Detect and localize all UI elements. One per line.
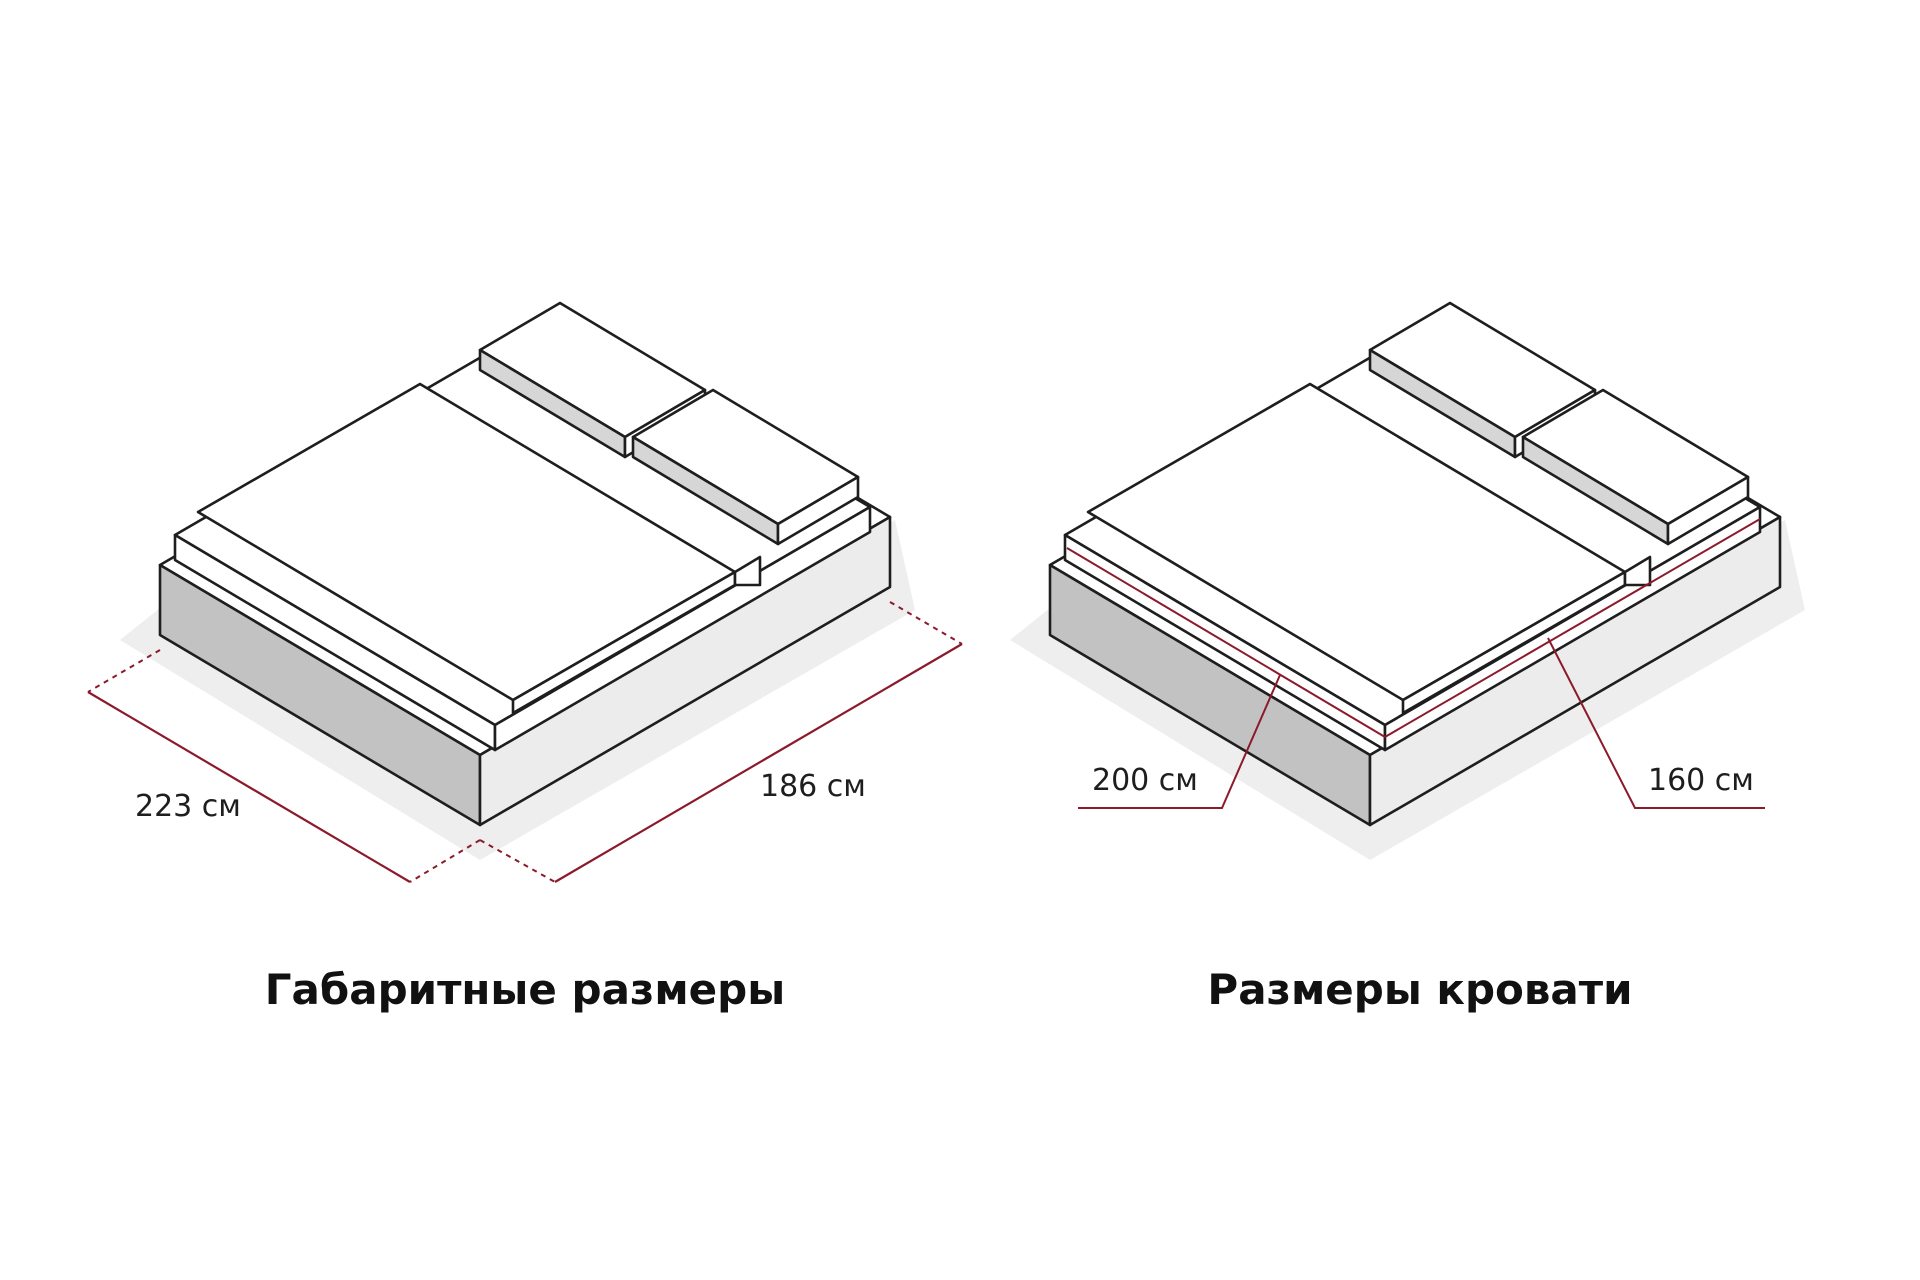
bed-length-label: 200 см (1092, 763, 1198, 798)
overall-width-label: 186 см (760, 769, 866, 804)
bed-title: Размеры кровати (1207, 965, 1632, 1014)
pillow-front (1521, 388, 1750, 546)
blanket (1086, 382, 1652, 715)
blanket (196, 382, 762, 715)
bed-illustration-sleeping-area: 200 см 160 см (1010, 301, 1805, 860)
bed-illustration-overall: 223 см 186 см (87, 301, 963, 883)
bed-width-label: 160 см (1648, 763, 1754, 798)
bed-dimension-lines (1066, 518, 1765, 809)
overall-dimension-lines (87, 601, 963, 883)
overall-length-label: 223 см (135, 789, 241, 824)
overall-title: Габаритные размеры (265, 965, 785, 1014)
pillow-front (631, 388, 860, 546)
